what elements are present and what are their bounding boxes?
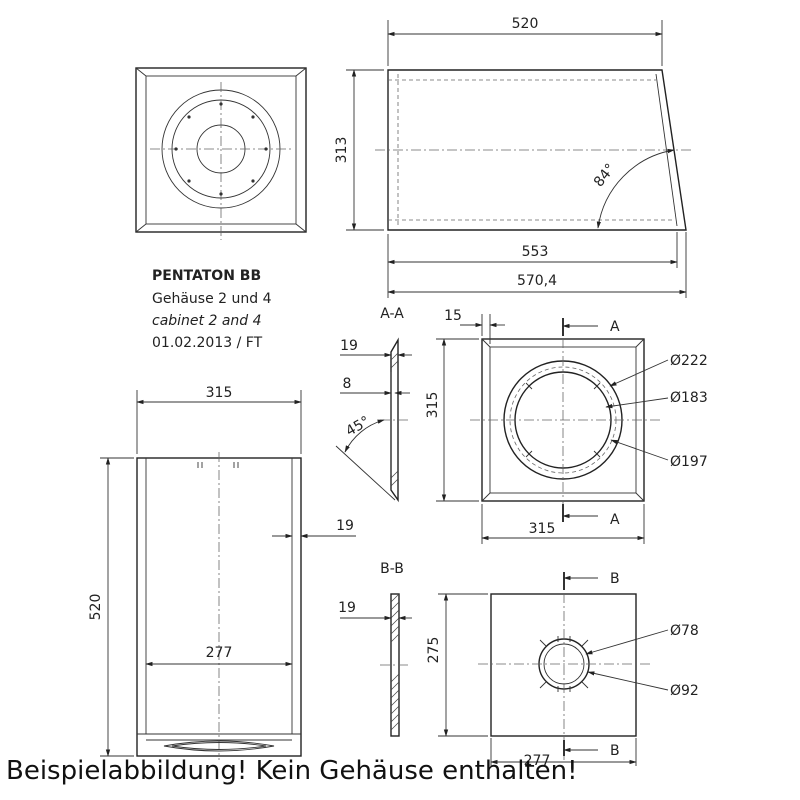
cut-mark-a-bottom: A — [610, 512, 620, 528]
cut-mark-a-top: A — [610, 319, 620, 335]
project-title: PENTATON BB — [152, 268, 261, 284]
rear-panel-outline — [490, 593, 637, 737]
front-view — [135, 67, 307, 240]
bottom-dim-width: 315 — [206, 385, 233, 401]
bottom-port-ellipse — [163, 740, 275, 752]
side-outline — [387, 69, 687, 231]
dia-222-label: Ø222 — [670, 353, 708, 369]
title-line-de: Gehäuse 2 und 4 — [152, 291, 272, 307]
bottom-dim-length: 520 — [88, 594, 104, 621]
cut-mark-b-bottom: B — [610, 743, 620, 759]
section-b-dim-thickness: 19 — [338, 600, 356, 616]
side-dim-depth: 520 — [512, 16, 539, 32]
side-dim-553: 553 — [522, 244, 549, 260]
title-block: PENTATON BB Gehäuse 2 und 4 cabinet 2 an… — [152, 268, 272, 351]
section-b-profile: B-B 19 — [338, 561, 412, 737]
dia-78-label: Ø78 — [670, 623, 699, 639]
side-dim-height: 313 — [334, 137, 350, 164]
bottom-dim-inner: 277 — [206, 645, 233, 661]
dia-92-label: Ø92 — [670, 683, 699, 699]
section-b-dim-height: 275 — [426, 637, 442, 664]
section-a-profile: A-A 19 8 45° — [335, 306, 412, 503]
title-date-author: 01.02.2013 / FT — [152, 335, 263, 351]
section-b-panel-view: 275 277 B B Ø78 Ø92 — [426, 571, 699, 769]
side-dim-570: 570,4 — [517, 273, 557, 289]
section-b-label: B-B — [380, 561, 404, 577]
bottom-dim-wall: 19 — [336, 518, 354, 534]
cut-mark-b-top: B — [610, 571, 620, 587]
section-a-label: A-A — [380, 306, 404, 322]
dia-183-label: Ø183 — [670, 390, 708, 406]
section-a-dim-recess: 8 — [343, 376, 352, 392]
section-a-dim-h: 315 — [529, 521, 556, 537]
section-b-dim-width: 277 — [524, 753, 551, 769]
side-view: 520 313 84° 553 570,4 — [334, 16, 694, 298]
disclaimer-note: Beispielabbildung! Kein Gehäuse enthalte… — [6, 756, 578, 786]
section-a-dim-thickness: 19 — [340, 338, 358, 354]
dia-197-label: Ø197 — [670, 454, 708, 470]
section-a-dim-v: 315 — [425, 392, 441, 419]
title-line-en: cabinet 2 and 4 — [152, 313, 262, 329]
bottom-view: 315 520 277 19 — [88, 385, 356, 760]
section-a-dim-offset: 15 — [444, 308, 462, 324]
section-a-dim-angle: 45° — [343, 413, 373, 439]
section-a-panel-view: 15 315 315 A A Ø222 Ø183 Ø197 — [425, 308, 708, 544]
side-dim-angle: 84° — [591, 161, 619, 190]
front-panel-inner — [145, 75, 297, 225]
